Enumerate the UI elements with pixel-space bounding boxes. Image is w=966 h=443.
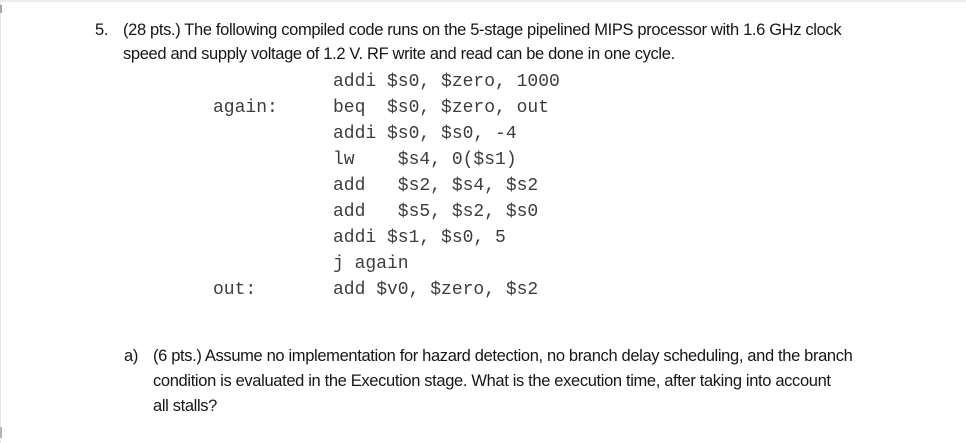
code-label-out: out: (213, 280, 257, 300)
code-row: out: add $v0, $zero, $s2 (213, 277, 560, 303)
code-row: add $s5, $s2, $s0 (213, 199, 560, 225)
code-instruction: add $v0, $zero, $s2 (333, 280, 539, 300)
code-instruction: addi $s1, $s0, 5 (333, 228, 506, 248)
code-row: j again (213, 251, 560, 277)
subquestion-line-2: condition is evaluated in the Execution … (153, 372, 831, 390)
code-row: lw $s4, 0($s1) (213, 147, 560, 173)
question-line-2: speed and supply voltage of 1.2 V. RF wr… (123, 45, 675, 63)
code-row: addi $s0, $zero, 1000 (213, 69, 560, 95)
code-instruction: add $s5, $s2, $s0 (333, 202, 539, 222)
subquestion-line-3: all stalls? (153, 397, 218, 415)
code-instruction: addi $s0, $zero, 1000 (333, 72, 560, 92)
code-instruction: j again (333, 254, 409, 274)
subquestion-letter: a) (124, 347, 138, 365)
page-left-edge (0, 0, 1, 443)
page-top-edge (0, 0, 966, 2)
code-instruction: beq $s0, $zero, out (333, 98, 550, 118)
question-number: 5. (95, 21, 109, 39)
code-row: again: beq $s0, $zero, out (213, 95, 560, 121)
scan-artifact-top-left (0, 5, 2, 13)
mips-code-listing: addi $s0, $zero, 1000 again: beq $s0, $z… (213, 69, 560, 303)
code-row: add $s2, $s4, $s2 (213, 173, 560, 199)
code-instruction: addi $s0, $s0, -4 (333, 124, 517, 144)
code-label-again: again: (213, 98, 278, 118)
code-instruction: lw $s4, 0($s1) (333, 150, 517, 170)
code-instruction: add $s2, $s4, $s2 (333, 176, 539, 196)
subquestion-line-1: (6 pts.) Assume no implementation for ha… (153, 347, 853, 365)
question-line-1: (28 pts.) The following compiled code ru… (123, 21, 842, 39)
subquestion-statement: (6 pts.) Assume no implementation for ha… (153, 344, 853, 419)
question-statement: (28 pts.) The following compiled code ru… (123, 18, 842, 66)
scan-artifact-bottom-left (0, 427, 2, 438)
code-row: addi $s0, $s0, -4 (213, 121, 560, 147)
code-row: addi $s1, $s0, 5 (213, 225, 560, 251)
